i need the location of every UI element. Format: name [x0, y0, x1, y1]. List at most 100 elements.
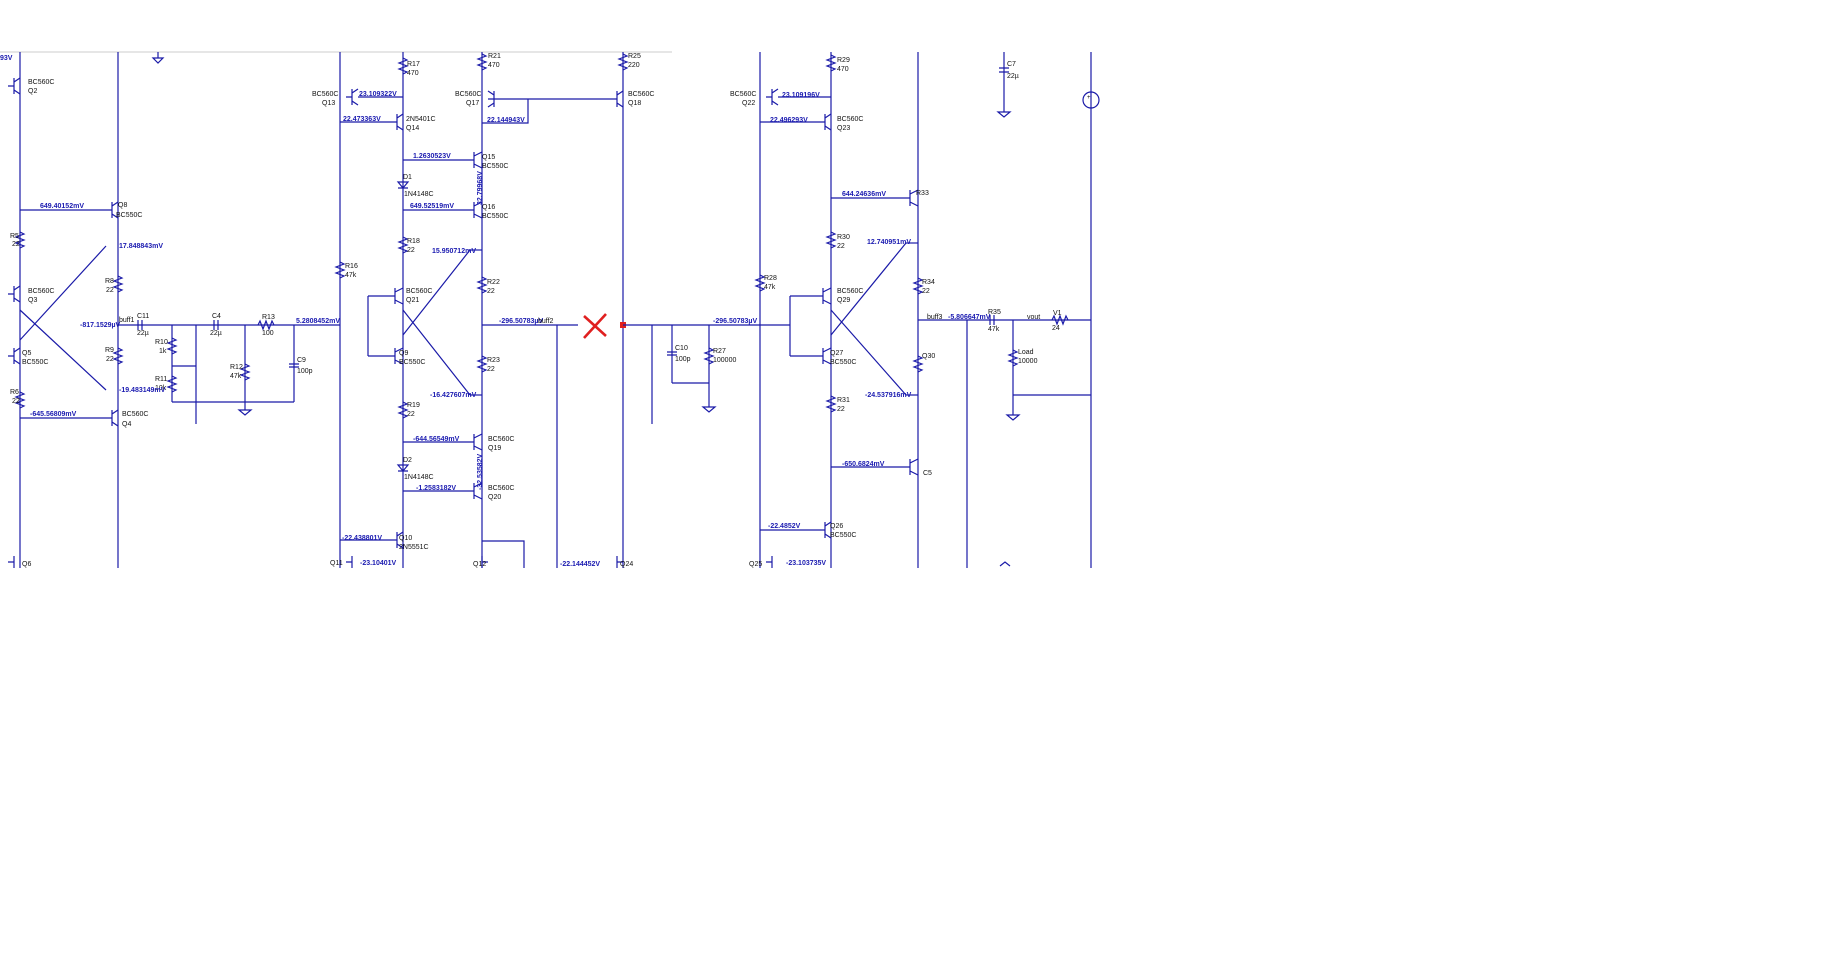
node-voltage: 93V	[0, 55, 13, 62]
r11-value: 10k	[155, 385, 167, 392]
q20-type: BC560C	[488, 485, 514, 492]
q23-type: BC560C	[837, 116, 863, 123]
node-voltage: 5.2808452mV	[296, 318, 340, 325]
q10-ref: Q10	[399, 535, 412, 542]
node-voltage: -16.427607mV	[430, 392, 477, 399]
c5-value: 22µ	[1007, 73, 1019, 80]
r28-ref: R28	[764, 275, 777, 282]
q30-ref: C5	[923, 470, 932, 477]
node-voltage: -1.2583182V	[416, 485, 456, 492]
d1-type: 1N4148C	[404, 191, 434, 198]
q3-ref: Q3	[28, 297, 37, 304]
net-buff1: buff1	[119, 317, 135, 324]
q2-ref: Q2	[28, 88, 37, 95]
r11-ref: R11	[155, 376, 167, 383]
r30-ref: R30	[837, 234, 850, 241]
net-buff2: buff2	[538, 318, 554, 325]
node-voltage: 22.473363V	[343, 116, 381, 123]
r13-ref: R13	[262, 314, 275, 321]
node-voltage: 15.950712mV	[432, 248, 476, 255]
r21-value: 470	[488, 62, 500, 69]
node-voltage: 22.496293V	[770, 117, 808, 124]
q3-type: BC560C	[28, 288, 54, 295]
r19-ref: R19	[407, 402, 420, 409]
load-value: 24	[1052, 325, 1060, 332]
c11-ref: C11	[137, 313, 149, 320]
q9-type: BC550C	[399, 359, 425, 366]
node-voltage: -645.56809mV	[30, 411, 77, 418]
q25-ref: Q25	[749, 561, 762, 568]
r17-ref: R17	[407, 61, 420, 68]
net-buff3: buff3	[927, 314, 943, 321]
r35-value: 10000	[1018, 358, 1038, 365]
q22-type: BC560C	[730, 91, 756, 98]
q16-ref: Q16	[482, 204, 495, 211]
r31-value: 22	[837, 406, 845, 413]
r9-ref: R9	[105, 347, 114, 354]
q8-type: BC550C	[116, 212, 142, 219]
q18-type: BC560C	[628, 91, 654, 98]
r12-value: 47k	[230, 373, 242, 380]
d2-ref: D2	[403, 457, 412, 464]
q15-ref: Q15	[482, 154, 495, 161]
q19-ref: Q19	[488, 445, 501, 452]
r16-ref: R16	[345, 263, 358, 270]
node-voltage: -24.537916mV	[865, 392, 912, 399]
q21-ref: Q21	[406, 297, 419, 304]
q18-ref: Q18	[628, 100, 641, 107]
q14-type: 2N5401C	[406, 116, 436, 123]
node-voltage: 649.40152mV	[40, 203, 84, 210]
c5-ref: C7	[1007, 61, 1016, 68]
q23-ref: Q23	[837, 125, 850, 132]
c11-value: 22µ	[137, 330, 149, 337]
q4-type: BC560C	[122, 411, 148, 418]
q10-type: 2N5551C	[399, 544, 429, 551]
r29-value: 470	[837, 66, 849, 73]
r25-value: 220	[628, 62, 640, 69]
q21-type: BC560C	[406, 288, 432, 295]
node-voltage: -650.6824mV	[842, 461, 885, 468]
r33-value: 22	[922, 288, 930, 295]
q20-ref: Q20	[488, 494, 501, 501]
q12-ref: Q12	[473, 561, 486, 568]
r10-ref: R10	[155, 339, 168, 346]
q26-ref: Q26	[830, 523, 843, 530]
r8-value: 22	[106, 287, 114, 294]
r18-value: 22	[407, 247, 415, 254]
q19-type: BC560C	[488, 436, 514, 443]
node-voltage: -817.1529µV	[80, 322, 121, 329]
r23-ref: R23	[487, 357, 500, 364]
node-voltage: -22.438801V	[342, 535, 382, 542]
q24-ref: Q24	[620, 561, 633, 568]
node-voltage: 1.2630523V	[413, 153, 451, 160]
node-voltage: 32.79968V	[477, 171, 484, 205]
r22-ref: R22	[487, 279, 500, 286]
c10-value: 100p	[675, 356, 691, 363]
q14-ref: Q14	[406, 125, 419, 132]
r21-ref: R21	[488, 53, 501, 60]
node-voltage: -23.103735V	[786, 560, 826, 567]
r22-value: 22	[487, 288, 495, 295]
q28-ref: R33	[916, 190, 929, 197]
q29-ref: Q29	[837, 297, 850, 304]
q16-type: BC550C	[482, 213, 508, 220]
q13-ref: Q13	[322, 100, 335, 107]
net-vout: vout	[1027, 314, 1040, 321]
node-voltage: 22.144943V	[487, 117, 525, 124]
node-voltage: -19.483149mV	[119, 387, 166, 394]
r13-value: 100	[262, 330, 274, 337]
node-voltage: -296.50783µV	[499, 318, 543, 325]
r17-value: 470	[407, 70, 419, 77]
r31-ref: R31	[837, 397, 850, 404]
q5-ref: Q5	[22, 350, 31, 357]
break-marker-icon	[583, 313, 607, 339]
r30-value: 22	[837, 243, 845, 250]
r27-ref: R27	[713, 348, 726, 355]
r34-ref: Q30	[922, 353, 935, 360]
c9-ref: C9	[297, 357, 306, 364]
left-stage: 93V BC560C Q2 Q8 BC550C 649.40152mV R5 2…	[0, 52, 340, 568]
r6-value: 22	[12, 398, 20, 405]
r23-value: 22	[487, 366, 495, 373]
d1-ref: D1	[403, 174, 412, 181]
d2-type: 1N4148C	[404, 474, 434, 481]
